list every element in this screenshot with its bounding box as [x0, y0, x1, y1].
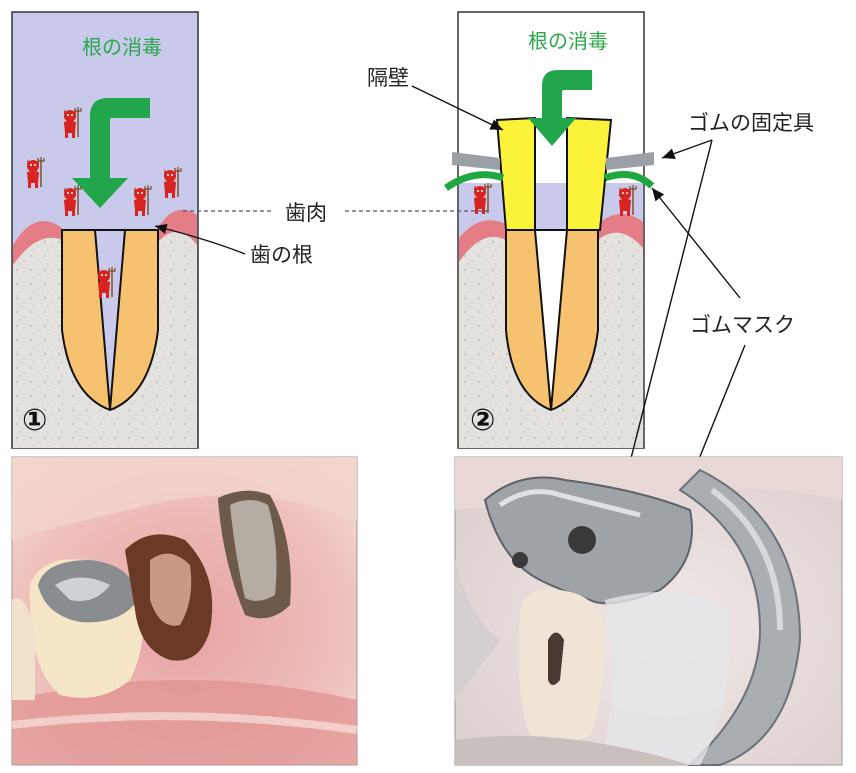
label-disinfect-2: 根の消毒	[528, 29, 608, 53]
devil-icon	[64, 185, 81, 216]
devil-icon	[164, 167, 181, 198]
step-number-1: ①	[22, 403, 47, 438]
devil-icon	[474, 183, 491, 214]
panel-2-diagram: 根の消毒 ②	[446, 12, 654, 448]
label-rubber-fixture: ゴムの固定具	[688, 111, 814, 135]
label-barrier: 隔壁	[367, 66, 409, 90]
step-number-2: ②	[470, 403, 495, 438]
label-gum: 歯肉	[285, 201, 327, 225]
label-rubber-mask: ゴムマスク	[690, 313, 795, 337]
photo-rubber-dam	[455, 457, 842, 765]
devil-icon	[98, 267, 115, 298]
photo-tooth-before	[12, 457, 357, 765]
devil-icon	[64, 107, 81, 138]
label-tooth-root: 歯の根	[250, 243, 313, 267]
devil-icon	[619, 185, 636, 216]
devil-icon	[27, 157, 44, 188]
devil-icon	[134, 185, 151, 216]
label-disinfect-1: 根の消毒	[82, 35, 162, 59]
